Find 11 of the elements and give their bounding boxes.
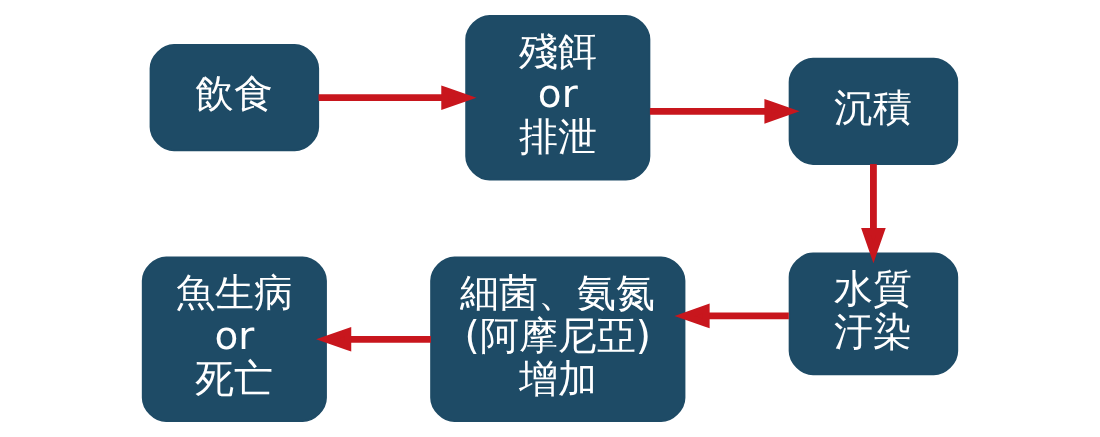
arrow xyxy=(649,99,800,124)
node-box: 殘餌 or 排泄 xyxy=(465,14,651,181)
node-box: 水質汙染 xyxy=(788,252,959,376)
arrow xyxy=(316,327,431,352)
arrow xyxy=(674,303,789,329)
node-box: 細菌、氨氮(阿摩尼亞)增加 xyxy=(430,256,686,423)
arrow xyxy=(861,164,886,264)
arrow xyxy=(318,85,477,110)
node-box: 沉積 xyxy=(788,57,959,165)
node-box: 魚生病 or 死亡 xyxy=(141,256,327,423)
node-box: 飲食 xyxy=(149,44,320,152)
